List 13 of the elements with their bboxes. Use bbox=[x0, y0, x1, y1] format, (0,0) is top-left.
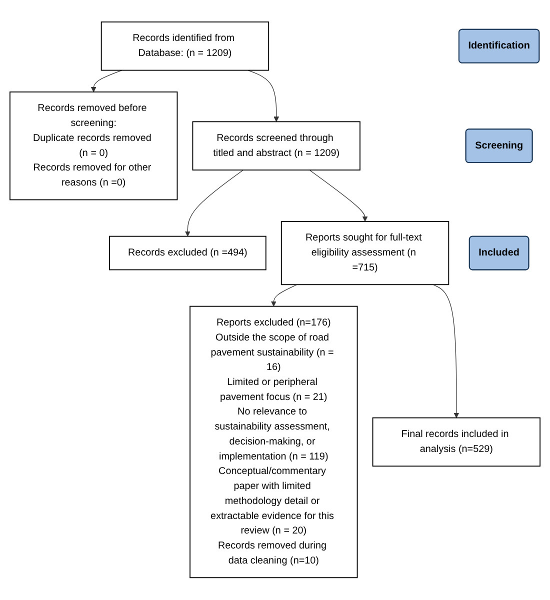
node-box: Reports excluded (n=176) Outside the scope of road pavement sustainability (n = 16) Limited or peripheral pavement focus (n = 21) No relevance to sustainability assessment, decision-making, or implementation (n = 119) Conceptual/commentary paper with limited methodology detail or extractable evidence for this review (n = 20) Records removed during data cleaning (n=10) bbox=[190, 306, 358, 578]
node-box: Records removed before screening: Duplicate records removed (n = 0) Records removed for other reasons (n =0) bbox=[10, 92, 178, 200]
node-box: Records identified from Database: (n = 1209) bbox=[100, 22, 270, 71]
node-box: Reports sought for full-text eligibility assessment (n =715) bbox=[280, 221, 450, 286]
arrow bbox=[309, 170, 368, 222]
arrow bbox=[184, 170, 244, 237]
arrow bbox=[432, 284, 460, 418]
node-box: Records excluded (n =494) bbox=[108, 236, 266, 270]
node-box: Final records included in analysis (n=529) bbox=[372, 418, 540, 467]
arrow bbox=[90, 70, 122, 92]
arrow bbox=[270, 284, 298, 307]
node-box: Records screened through titled and abstract (n = 1209) bbox=[192, 121, 360, 171]
arrow bbox=[248, 70, 280, 122]
